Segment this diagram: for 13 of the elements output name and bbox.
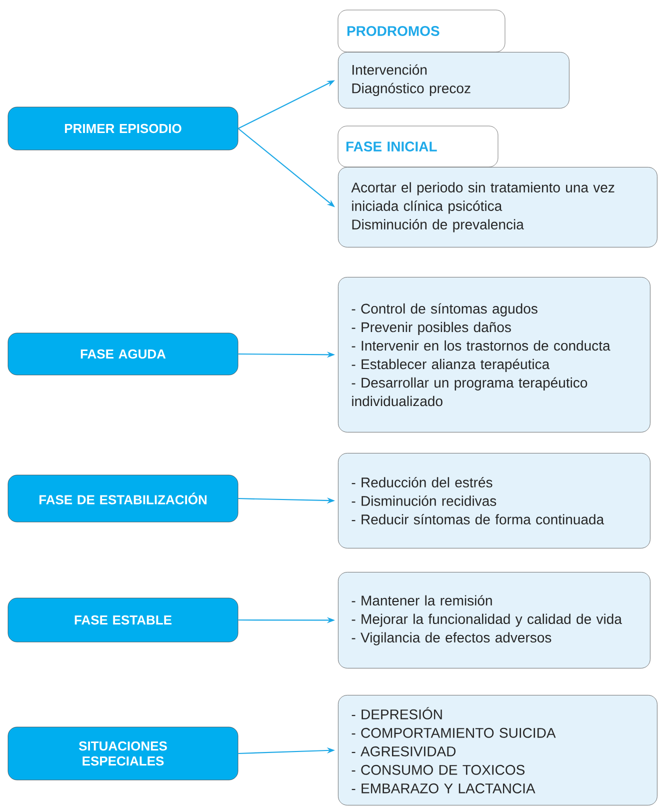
phase-box: FASE AGUDA (8, 332, 238, 376)
phase-box: FASE ESTABLE (8, 598, 238, 642)
phase-box: SITUACIONES ESPECIALES (8, 726, 238, 780)
phase-box: PRIMER EPISODIO (8, 106, 238, 150)
detail-box: - Control de síntomas agudos - Prevenir posibles daños - Intervenir en los trastornos de conducta - Establecer alianza terapéutica - Desarrollar un programa terapéutico individualizado (338, 277, 650, 432)
detail-box: - Reducción del estrés - Disminución recidivas - Reducir síntomas de forma continuada (338, 453, 650, 548)
heading-tab: FASE INICIAL (338, 126, 498, 168)
heading-tab: PRODROMOS (338, 10, 506, 52)
detail-box: - Mantener la remisión - Mejorar la funcionalidad y calidad de vida - Vigilancia de efectos adversos (338, 572, 650, 668)
detail-box: Intervención Diagnóstico precoz (338, 52, 570, 108)
detail-box: Acortar el periodo sin tratamiento una vez iniciada clínica psicótica Disminución de prevalencia (338, 167, 658, 248)
phase-box: FASE DE ESTABILIZACIÓN (8, 474, 238, 522)
detail-box: - DEPRESIÓN - COMPORTAMIENTO SUICIDA - AGRESIVIDAD - CONSUMO DE TOXICOS - EMBARAZO Y LACTANCIA (338, 695, 658, 806)
